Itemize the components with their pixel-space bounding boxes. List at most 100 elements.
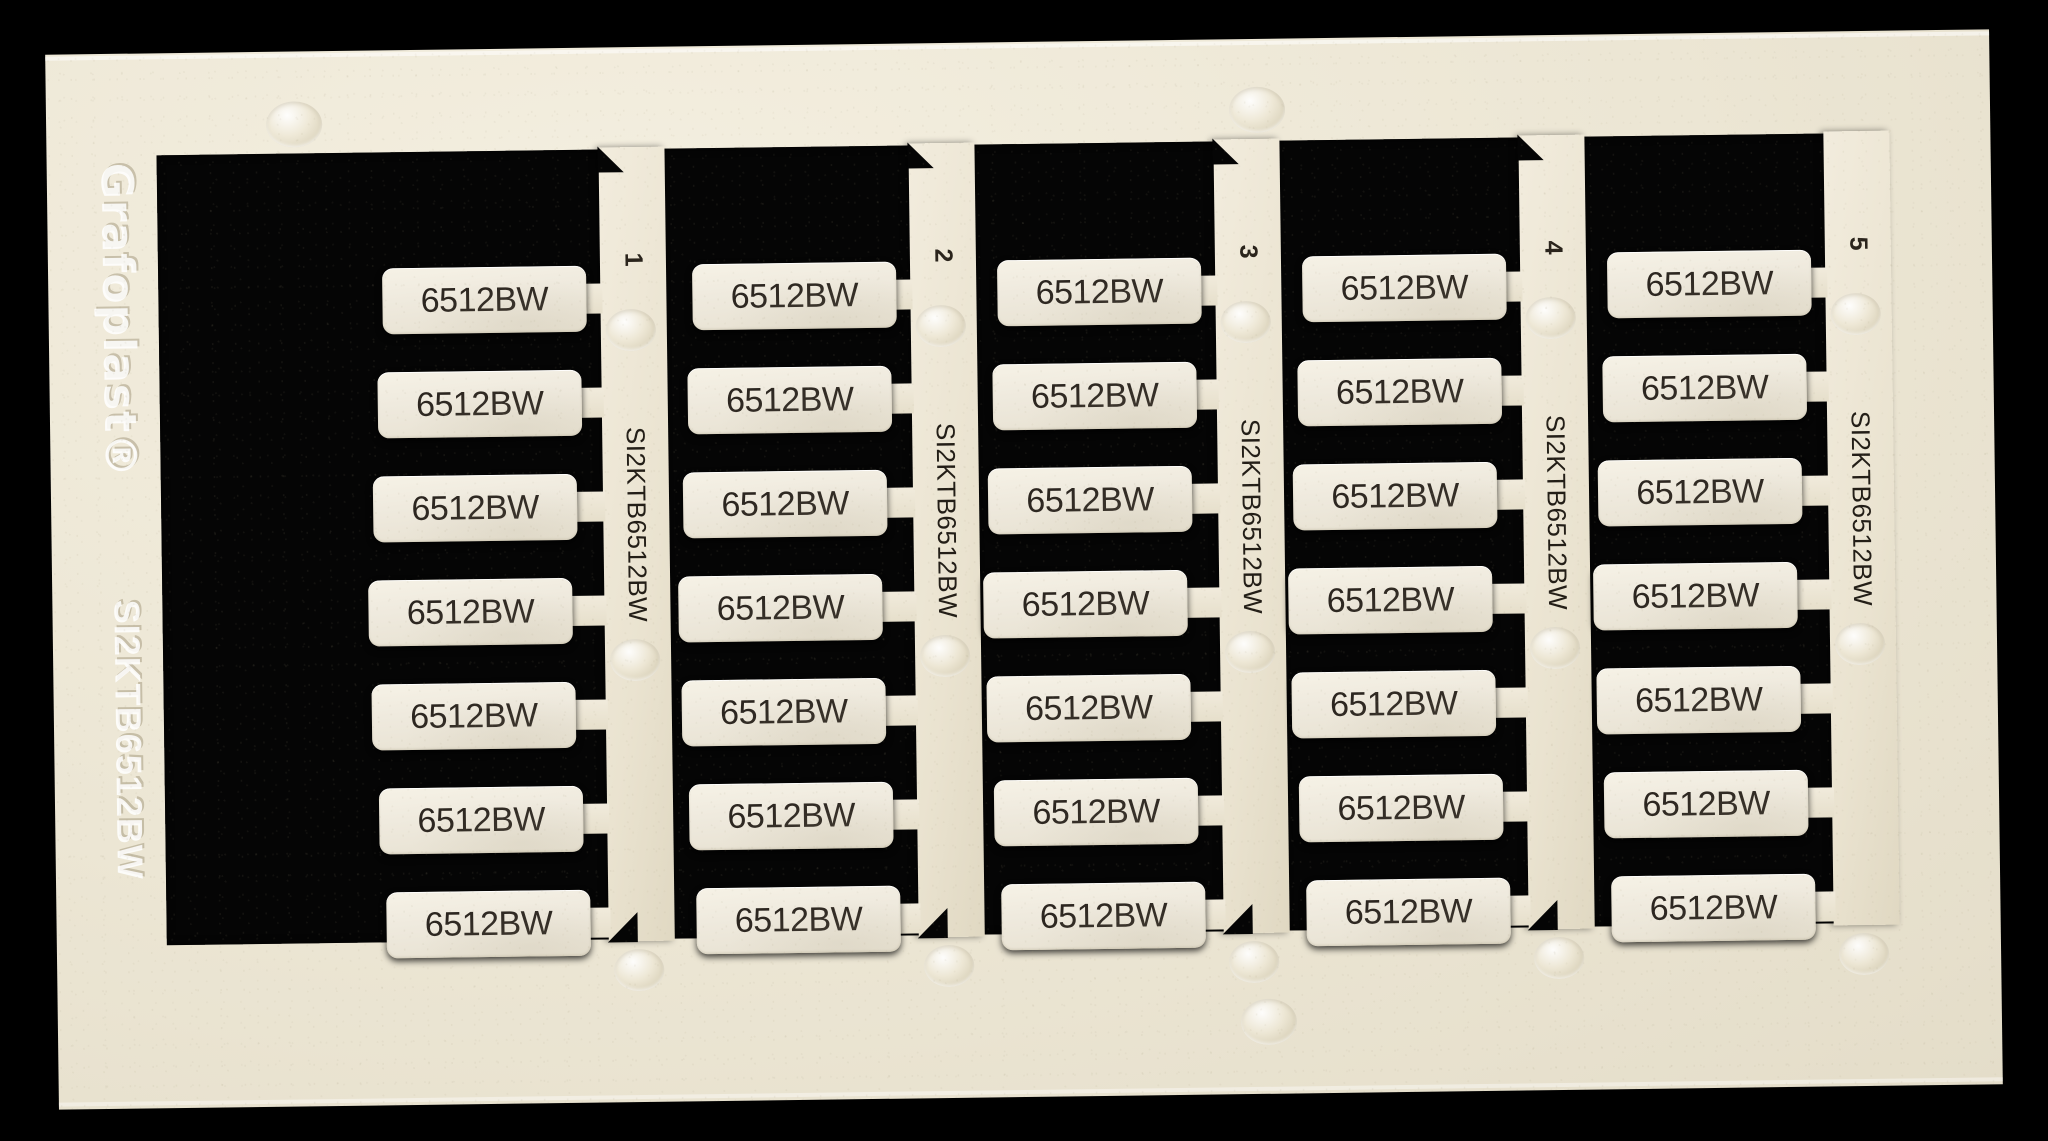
marker-tag[interactable]: 6512BW bbox=[1288, 565, 1493, 635]
marker-tag-text: 6512BW bbox=[1021, 583, 1150, 624]
marker-tag-text: 6512BW bbox=[1030, 375, 1159, 416]
marker-tag[interactable]: 6512BW bbox=[1606, 249, 1812, 319]
column-part-code-1: SI2KTB6512BW bbox=[620, 426, 654, 623]
marker-tag[interactable]: 6512BW bbox=[1597, 457, 1803, 527]
spine-dimple bbox=[923, 944, 975, 988]
carrier-tab bbox=[571, 699, 609, 730]
marker-tag[interactable]: 6512BW bbox=[678, 573, 883, 643]
marker-tag[interactable]: 6512BW bbox=[1001, 881, 1206, 951]
marker-tag-text: 6512BW bbox=[1032, 791, 1161, 832]
embossed-brand-text: Grafoplast® bbox=[91, 161, 147, 478]
marker-tag[interactable]: 6512BW bbox=[1306, 877, 1511, 947]
marker-tag-text: 6512BW bbox=[411, 487, 540, 528]
marker-tag-text: 6512BW bbox=[409, 695, 538, 736]
marker-tag-text: 6512BW bbox=[1642, 783, 1771, 824]
marker-tag-text: 6512BW bbox=[1337, 787, 1466, 828]
embossed-part-code: SI2KTB6512BW bbox=[107, 598, 152, 880]
marker-tag[interactable]: 6512BW bbox=[986, 673, 1192, 743]
marker-tag-text: 6512BW bbox=[1335, 371, 1464, 412]
marker-tag-text: 6512BW bbox=[1636, 471, 1764, 512]
rivet-bottom-1 bbox=[1240, 998, 1298, 1046]
carrier-tab bbox=[1796, 683, 1833, 714]
marker-tag[interactable]: 6512BW bbox=[372, 473, 578, 543]
carrier-tab bbox=[881, 695, 919, 726]
carrier-tab bbox=[1488, 583, 1527, 614]
marker-tag[interactable]: 6512BW bbox=[1292, 461, 1498, 531]
spine-dimple bbox=[1533, 936, 1585, 980]
marker-tag[interactable]: 6512BW bbox=[371, 681, 577, 751]
marker-tag-text: 6512BW bbox=[420, 279, 549, 320]
marker-tag[interactable]: 6512BW bbox=[987, 465, 1193, 535]
marker-tag-text: 6512BW bbox=[721, 483, 850, 524]
marker-tag[interactable]: 6512BW bbox=[993, 777, 1199, 847]
marker-tag[interactable]: 6512BW bbox=[1298, 773, 1504, 843]
marker-tag-text: 6512BW bbox=[734, 899, 863, 940]
column-index-label-2: 2 bbox=[929, 248, 958, 263]
marker-tag[interactable]: 6512BW bbox=[1596, 665, 1802, 735]
carrier-tab bbox=[1498, 791, 1530, 822]
marker-tag-text: 6512BW bbox=[719, 691, 848, 732]
carrier-tab bbox=[1793, 579, 1832, 610]
marker-tag-text: 6512BW bbox=[1649, 887, 1778, 928]
marker-tag[interactable]: 6512BW bbox=[377, 369, 583, 439]
marker-tag-text: 6512BW bbox=[1631, 575, 1760, 616]
carrier-tab bbox=[579, 803, 610, 834]
spine-dimple bbox=[1838, 932, 1890, 976]
marker-tag[interactable]: 6512BW bbox=[1301, 253, 1507, 323]
marker-tag[interactable]: 6512BW bbox=[688, 781, 894, 851]
column-index-label-4: 4 bbox=[1539, 240, 1568, 255]
marker-tag[interactable]: 6512BW bbox=[983, 569, 1188, 639]
marker-tag[interactable]: 6512BW bbox=[386, 889, 592, 959]
carrier-tab bbox=[572, 491, 606, 522]
marker-tag[interactable]: 6512BW bbox=[696, 885, 901, 955]
marker-tag-text: 6512BW bbox=[1645, 263, 1774, 304]
marker-tag[interactable]: 6512BW bbox=[1603, 769, 1809, 839]
carrier-tab bbox=[568, 595, 607, 626]
carrier-tab bbox=[1803, 787, 1835, 818]
spine-dimple bbox=[613, 948, 665, 992]
carrier-tab bbox=[1187, 483, 1221, 514]
marker-tag[interactable]: 6512BW bbox=[992, 361, 1198, 431]
marker-tag[interactable]: 6512BW bbox=[1592, 561, 1798, 631]
marker-tag-text: 6512BW bbox=[725, 379, 854, 420]
marker-tag[interactable]: 6512BW bbox=[1611, 873, 1816, 943]
marker-tag[interactable]: 6512BW bbox=[1291, 669, 1497, 739]
frame-highlight-bottom bbox=[58, 1077, 2003, 1107]
carrier-tab bbox=[882, 487, 916, 518]
marker-tag[interactable]: 6512BW bbox=[1297, 357, 1503, 427]
marker-tag[interactable]: 6512BW bbox=[368, 577, 573, 647]
carrier-tab bbox=[1797, 475, 1831, 506]
marker-tag[interactable]: 6512BW bbox=[996, 257, 1202, 327]
marker-tag-text: 6512BW bbox=[1331, 475, 1460, 516]
marker-tag-text: 6512BW bbox=[1640, 367, 1769, 408]
marker-tag[interactable]: 6512BW bbox=[681, 677, 887, 747]
marker-tag[interactable]: 6512BW bbox=[691, 261, 897, 331]
column-index-label-5: 5 bbox=[1844, 236, 1873, 251]
marker-tag-text: 6512BW bbox=[1340, 267, 1469, 308]
marker-tag[interactable]: 6512BW bbox=[1602, 353, 1808, 423]
marker-tag[interactable]: 6512BW bbox=[378, 785, 584, 855]
marker-tag-text: 6512BW bbox=[406, 591, 535, 632]
rivet-top-2 bbox=[1228, 86, 1286, 134]
column-index-label-3: 3 bbox=[1234, 244, 1263, 259]
column-part-code-5: SI2KTB6512BW bbox=[1845, 410, 1879, 607]
carrier-tab bbox=[889, 799, 920, 830]
carrier-tab bbox=[1186, 691, 1224, 722]
carrier-tab bbox=[1183, 587, 1222, 618]
marker-tag[interactable]: 6512BW bbox=[687, 365, 893, 435]
spine-dimple bbox=[1228, 940, 1280, 984]
column-part-code-4: SI2KTB6512BW bbox=[1540, 414, 1574, 611]
marker-tag[interactable]: 6512BW bbox=[382, 265, 587, 335]
marker-tag-text: 6512BW bbox=[1039, 895, 1168, 936]
marker-tag-text: 6512BW bbox=[415, 383, 544, 424]
marker-tag-text: 6512BW bbox=[1024, 687, 1153, 728]
marker-tag-text: 6512BW bbox=[1026, 479, 1155, 520]
marker-tag-text: 6512BW bbox=[424, 903, 553, 944]
marker-tag[interactable]: 6512BW bbox=[682, 469, 888, 539]
marker-tag-text: 6512BW bbox=[1634, 679, 1763, 720]
carrier-tab bbox=[878, 591, 917, 622]
rivet-top-1 bbox=[265, 101, 323, 148]
marker-tag-text: 6512BW bbox=[727, 795, 856, 836]
